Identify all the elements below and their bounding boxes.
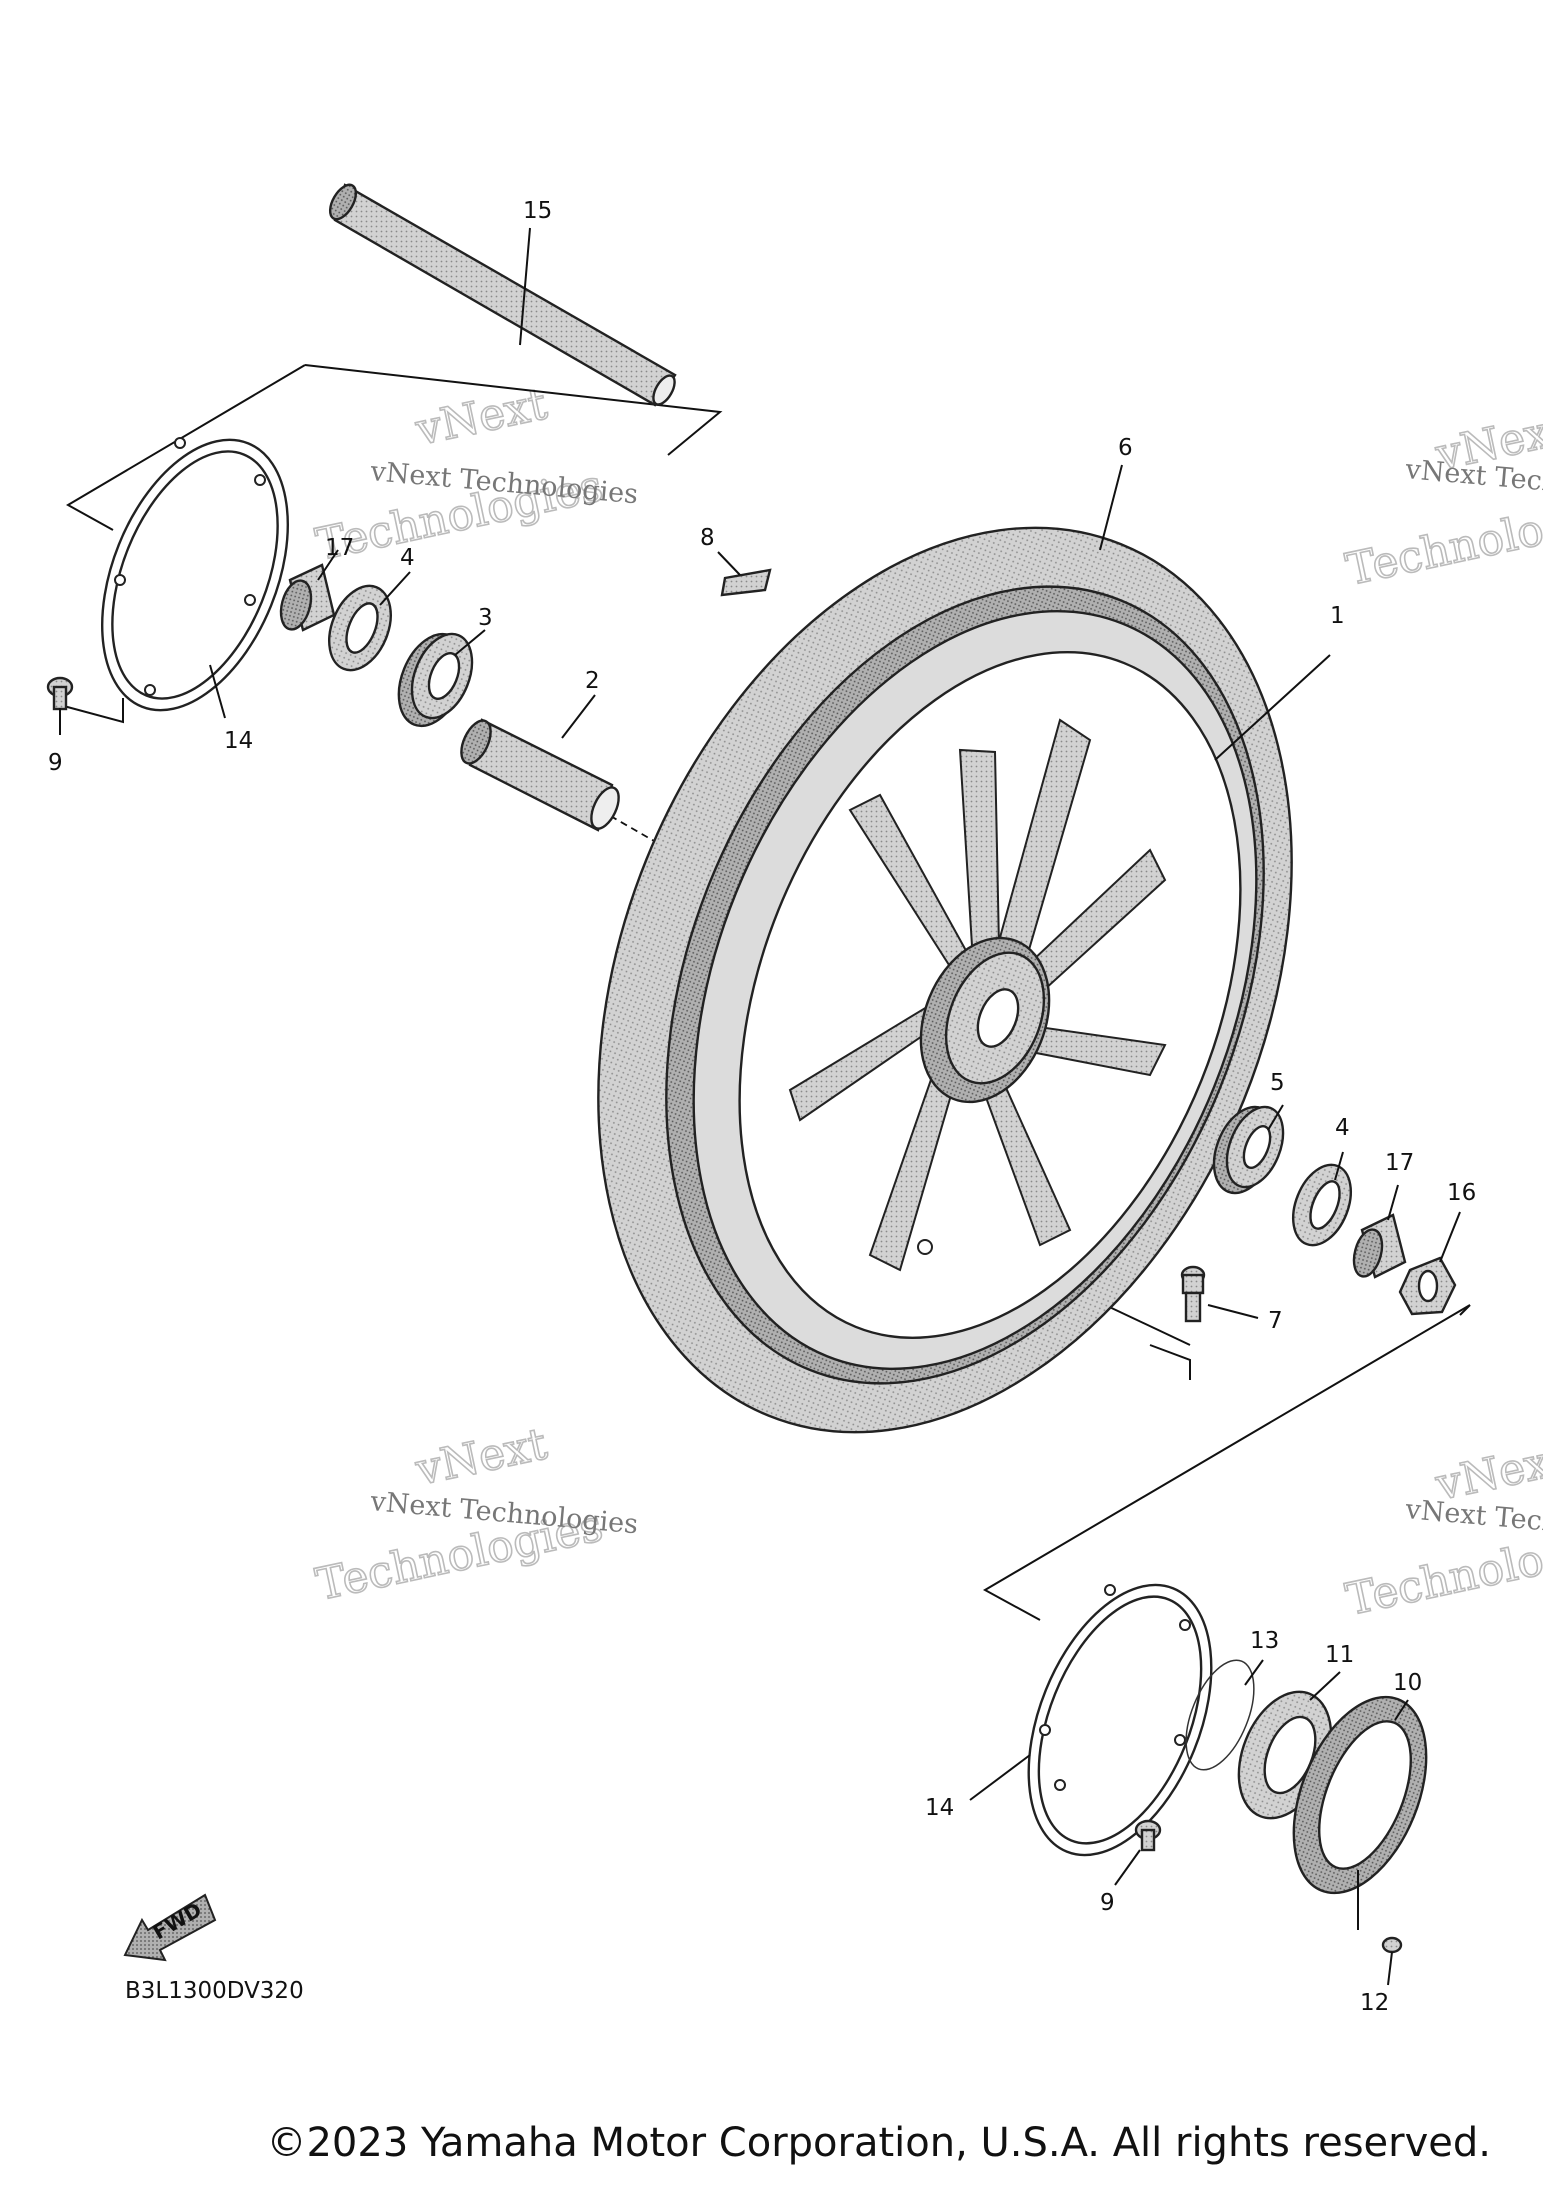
bracket-line [65, 364, 306, 531]
bolt-lower-part [1134, 1819, 1162, 1852]
bracket-line [982, 1304, 1471, 1621]
callout-9-lower: 9 [1100, 1890, 1115, 1916]
callout-labels: 15 6 1 2 3 4 17 8 14 9 5 4 17 16 7 13 11… [48, 198, 1476, 2016]
watermark-technologies: Technologies [1342, 485, 1543, 595]
oil-seal-upper-part [328, 584, 392, 672]
bracket-line [304, 364, 723, 456]
bolt-upper-part [46, 676, 74, 711]
screw-part [1381, 1936, 1403, 1954]
callout-17-upper: 17 [325, 535, 354, 561]
spacer-part [460, 718, 620, 832]
callout-6: 6 [1118, 435, 1133, 461]
axle-nut-part [1398, 1256, 1457, 1316]
callout-14-upper: 14 [224, 728, 253, 754]
callout-16: 16 [1447, 1180, 1476, 1206]
brake-disc-lower-part [1027, 1583, 1213, 1857]
callout-5: 5 [1270, 1070, 1285, 1096]
callout-9-upper: 9 [48, 750, 63, 776]
callout-17-right: 17 [1385, 1150, 1414, 1176]
callout-11: 11 [1325, 1642, 1354, 1668]
sensor-rotor-part [1292, 1695, 1428, 1895]
bracket-line [1459, 1304, 1471, 1316]
diagram-code: B3L1300DV320 [125, 1978, 304, 2004]
callout-4-right: 4 [1335, 1115, 1350, 1141]
callout-10: 10 [1393, 1670, 1422, 1696]
callout-7: 7 [1268, 1308, 1283, 1334]
bearing-upper-part [397, 632, 474, 728]
copyright-notice: ©2023 Yamaha Motor Corporation, U.S.A. A… [266, 2120, 1491, 2166]
callout-15: 15 [523, 198, 552, 224]
watermark-vnext: vNext [411, 1418, 552, 1496]
forward-arrow-icon: FWD [123, 1893, 217, 1962]
callout-2: 2 [585, 668, 600, 694]
collar-right-part [1352, 1213, 1407, 1279]
leader-lines [59, 227, 1461, 1986]
callout-12: 12 [1360, 1990, 1389, 2016]
callout-13: 13 [1250, 1628, 1279, 1654]
collar-upper-part [279, 563, 336, 632]
callout-4-upper: 4 [400, 545, 415, 571]
callout-8: 8 [700, 525, 715, 551]
axle-shaft-part [328, 183, 677, 407]
brake-disc-upper-part [101, 437, 289, 712]
callout-3: 3 [478, 605, 493, 631]
oil-seal-right-part [1292, 1163, 1352, 1247]
bracket-line [1149, 1344, 1191, 1380]
wheel-assembly-part [597, 526, 1293, 1434]
wheel-bolt-part [1180, 1265, 1206, 1323]
bracket-line [59, 698, 124, 724]
callout-14-lower: 14 [925, 1795, 954, 1821]
o-ring-part [1185, 1659, 1255, 1771]
valve-part [720, 568, 772, 597]
callout-1: 1 [1330, 603, 1345, 629]
